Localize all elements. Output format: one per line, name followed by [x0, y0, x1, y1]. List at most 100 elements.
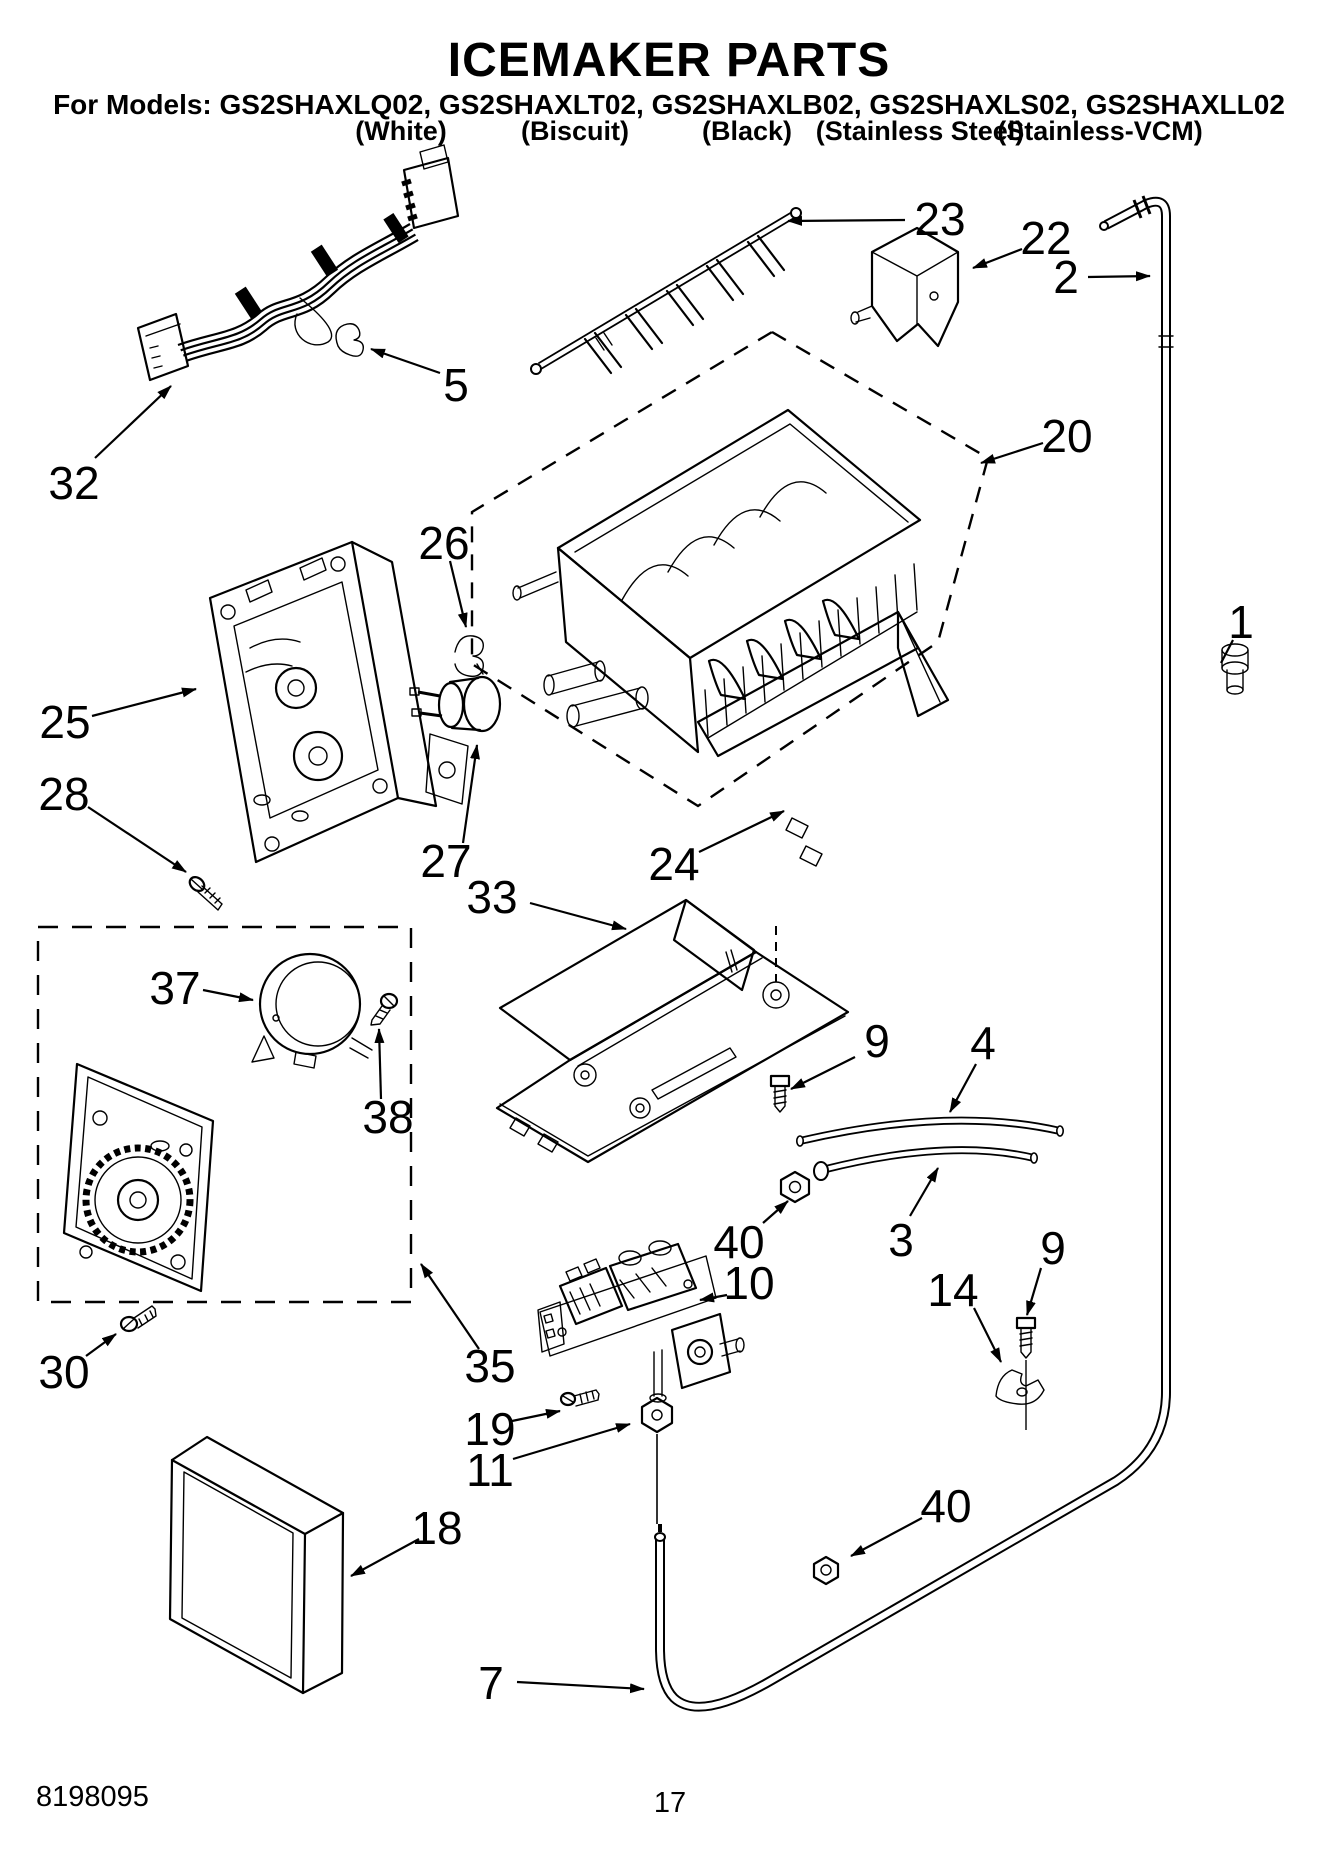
callout-leader-5 [370, 347, 441, 375]
cover-part-18 [168, 1435, 345, 1695]
callout-leader-9 [790, 1056, 856, 1090]
callout-leader-3 [909, 1167, 939, 1217]
callout-number-1-6: 1 [1228, 596, 1254, 648]
ice-chute-part-22 [850, 226, 960, 348]
module-housing-part-25 [208, 540, 469, 864]
callout-leader-14 [973, 1307, 1002, 1363]
callout-leader-25 [91, 687, 197, 718]
callout-leader-18 [350, 1538, 420, 1577]
callout-number-20-5: 20 [1041, 410, 1092, 462]
callout-number-23-2: 23 [914, 193, 965, 245]
water-valve-part-10 [537, 1240, 745, 1403]
callout-leader-33 [529, 901, 627, 931]
header: ICEMAKER PARTS For Models: GS2SHAXLQ02, … [53, 34, 1285, 146]
ice-stripper-part-24 [696, 598, 950, 867]
motor-part-37 [251, 952, 373, 1069]
callout-number-28-9: 28 [38, 768, 89, 820]
callout-leader-38 [374, 1028, 385, 1100]
nut-part-11 [640, 1396, 674, 1524]
callout-number-22-3: 22 [1020, 212, 1071, 264]
screw-part-30 [119, 1305, 157, 1333]
callout-number-35-20: 35 [464, 1340, 515, 1392]
ice-mold-part-20 [512, 408, 922, 754]
footer: 8198095 17 [36, 1781, 686, 1819]
callout-number-5-1: 5 [443, 359, 469, 411]
callout-number-19-22: 19 [464, 1403, 515, 1455]
callout-number-11-23: 11 [466, 1444, 514, 1496]
callout-number-9-13: 9 [864, 1015, 890, 1067]
callout-leader-10 [699, 1292, 728, 1303]
finish-label-1: (Biscuit) [521, 116, 629, 146]
screw-part-9a [769, 1074, 791, 1113]
fill-tube-part-2-and-7 [654, 195, 1174, 1712]
callout-number-32-0: 32 [48, 457, 99, 509]
screw-part-19 [559, 1389, 600, 1407]
callout-leader-40 [850, 1517, 923, 1557]
callout-leader-11 [512, 1422, 631, 1461]
tube-coupler-part-1 [1221, 643, 1249, 695]
wire-harness-part-32 [136, 144, 460, 382]
callout-number-2-4: 2 [1053, 251, 1079, 303]
ejector-rake-part-23 [530, 207, 802, 375]
tube-part-4 [795, 1116, 1065, 1147]
callout-number-24-11: 24 [648, 838, 699, 890]
callout-number-37-27: 37 [149, 962, 200, 1014]
callout-number-26-7: 26 [418, 517, 469, 569]
callout-leader-40 [762, 1200, 789, 1224]
screw-part-9b [1015, 1316, 1037, 1430]
callout-leader-22 [972, 247, 1023, 270]
callout-leader-19 [511, 1408, 561, 1423]
callout-number-25-8: 25 [39, 696, 90, 748]
callout-leader-1 [1220, 639, 1234, 664]
callout-leader-35 [420, 1263, 480, 1350]
clamp-part-14 [995, 1369, 1045, 1405]
callout-leader-37 [202, 988, 254, 1003]
shield-part-33 [495, 898, 850, 1164]
finish-label-3: (Stainless Steel) [816, 116, 1025, 146]
callout-leader-26 [448, 560, 468, 628]
callout-number-4-14: 4 [970, 1017, 996, 1069]
page-number: 17 [654, 1787, 686, 1819]
callout-number-40-25: 40 [920, 1480, 971, 1532]
callout-number-40-16: 40 [713, 1216, 764, 1268]
callout-number-27-10: 27 [420, 835, 471, 887]
models-line: For Models: GS2SHAXLQ02, GS2SHAXLT02, GS… [53, 89, 1285, 120]
motor-cam-part-27 [409, 675, 502, 733]
callout-leader-32 [94, 385, 172, 459]
document-number: 8198095 [36, 1781, 149, 1813]
page-title: ICEMAKER PARTS [448, 34, 890, 87]
finish-label-2: (Black) [702, 116, 792, 146]
callout-leader-23 [787, 215, 906, 226]
callout-leader-20 [980, 441, 1044, 465]
callout-number-7-26: 7 [478, 1657, 504, 1709]
callout-leader-30 [85, 1333, 117, 1357]
screw-part-38 [370, 992, 399, 1026]
nut-part-40a [779, 1170, 811, 1204]
callout-leader-27 [461, 744, 480, 844]
finish-label-4: (Stainless-VCM) [997, 116, 1203, 146]
clip-part-26 [454, 635, 484, 678]
callout-number-14-18: 14 [927, 1264, 978, 1316]
callout-number-9-19: 9 [1040, 1222, 1066, 1274]
callout-leader-9 [1025, 1267, 1043, 1316]
callout-leader-24 [698, 810, 785, 853]
mold-dashed-outline [470, 330, 990, 808]
gear-plate-assembly [62, 1062, 215, 1293]
callout-number-10-17: 10 [723, 1257, 774, 1309]
tube-part-3 [813, 1146, 1039, 1181]
callout-number-38-28: 38 [362, 1091, 413, 1143]
gearbox-dashed-outline-35 [36, 925, 413, 1304]
callout-leader-2 [1087, 271, 1151, 282]
callout-number-3-15: 3 [888, 1214, 914, 1266]
finish-label-0: (White) [355, 116, 446, 146]
finish-labels: (White) (Biscuit) (Black) (Stainless Steel)… [355, 116, 1203, 146]
clip-part-5 [335, 323, 364, 357]
callout-leader-7 [516, 1680, 645, 1694]
screw-part-28 [188, 876, 223, 911]
nut-part-40b [812, 1555, 840, 1586]
callout-leader-28 [87, 806, 187, 873]
callout-number-33-12: 33 [466, 871, 517, 923]
